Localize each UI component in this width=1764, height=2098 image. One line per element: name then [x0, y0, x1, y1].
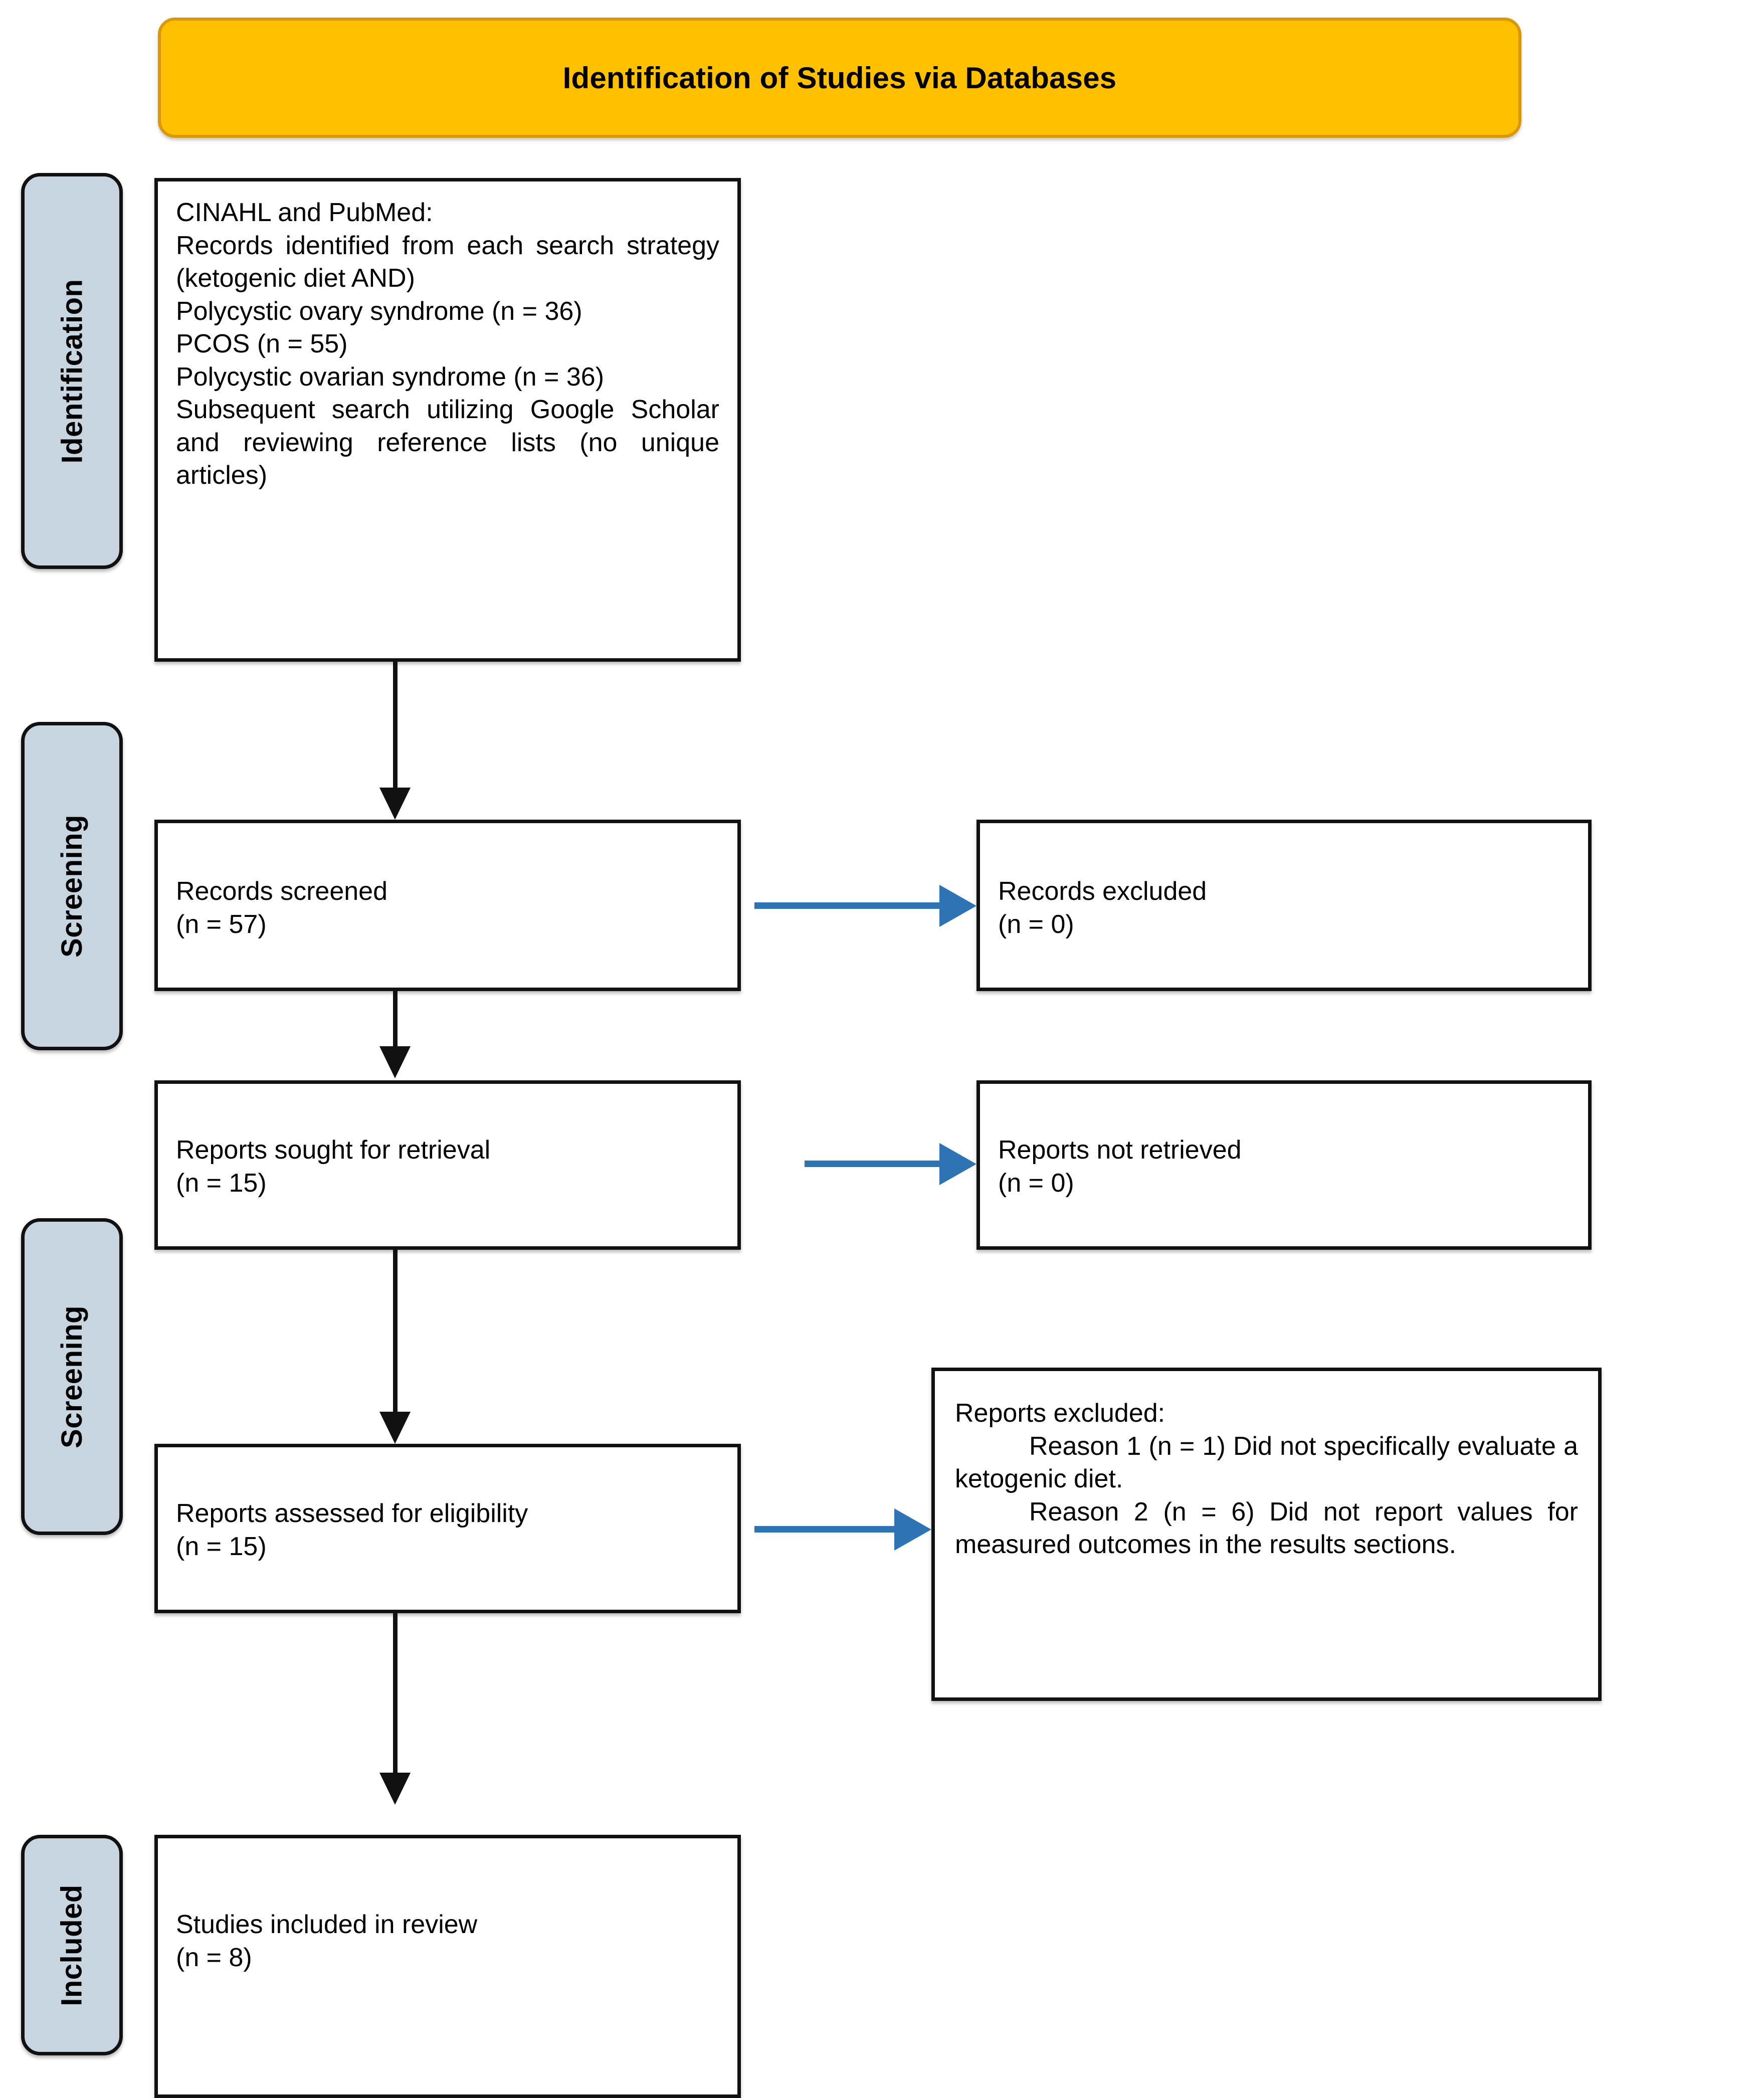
records-excluded-count: (n = 0)	[998, 909, 1074, 939]
reports-sought-label: Reports sought for retrieval	[176, 1135, 491, 1165]
reports-not-retrieved-count: (n = 0)	[998, 1168, 1074, 1198]
stage-label-identification: Identification	[21, 173, 123, 569]
records-screened-label: Records screened	[176, 877, 387, 906]
arrow-down-screened-to-sought	[379, 1046, 411, 1078]
box-identification-sources: CINAHL and PubMed: Records identified fr…	[154, 178, 741, 662]
arrow-right-assessed-to-excluded	[894, 1508, 931, 1551]
identification-line-1: CINAHL and PubMed:	[176, 198, 433, 227]
connector-sought-to-not-retrieved	[805, 1161, 947, 1167]
reports-sought-count: (n = 15)	[176, 1168, 267, 1198]
stage-label-included: Included	[21, 1835, 123, 2055]
records-screened-count: (n = 57)	[176, 909, 267, 939]
stage-label-text: Screening	[56, 815, 88, 958]
stage-label-screening-2: Screening	[21, 1218, 123, 1535]
connector-assessed-to-excluded	[754, 1526, 902, 1533]
arrow-right-sought-to-not-retrieved	[939, 1143, 976, 1185]
connector-screened-to-excluded	[754, 902, 947, 909]
reports-assessed-label: Reports assessed for eligibility	[176, 1499, 528, 1528]
identification-line-2: Records identified from each search stra…	[176, 231, 719, 293]
connector-sources-to-screened	[393, 662, 398, 790]
stage-label-text: Screening	[56, 1305, 88, 1448]
box-reports-sought-for-retrieval: Reports sought for retrieval (n = 15)	[154, 1080, 741, 1250]
reports-assessed-count: (n = 15)	[176, 1532, 267, 1561]
arrow-right-screened-to-excluded	[939, 885, 976, 927]
reports-excluded-title: Reports excluded:	[955, 1399, 1165, 1428]
arrow-down-sought-to-assessed	[379, 1412, 411, 1444]
arrow-down-sources-to-screened	[379, 788, 411, 820]
reports-excluded-reason-1: Reason 1 (n = 1) Did not specifically ev…	[955, 1431, 1578, 1494]
connector-assessed-to-included	[393, 1613, 398, 1774]
box-reports-assessed-for-eligibility: Reports assessed for eligibility (n = 15…	[154, 1444, 741, 1613]
box-studies-included-in-review: Studies included in review (n = 8)	[154, 1835, 741, 2098]
studies-included-label: Studies included in review	[176, 1910, 478, 1939]
box-reports-excluded-with-reasons: Reports excluded: Reason 1 (n = 1) Did n…	[931, 1368, 1602, 1701]
studies-included-count: (n = 8)	[176, 1943, 252, 1972]
reports-excluded-reason-2: Reason 2 (n = 6) Did not report values f…	[955, 1497, 1578, 1560]
stage-label-text: Identification	[56, 279, 89, 463]
stage-label-text: Included	[56, 1884, 88, 2006]
identification-line-3: Polycystic ovary syndrome (n = 36)	[176, 296, 582, 326]
identification-line-6: Subsequent search utilizing Google Schol…	[176, 395, 719, 490]
records-excluded-label: Records excluded	[998, 877, 1207, 906]
page-title: Identification of Studies via Databases	[562, 61, 1117, 95]
box-reports-not-retrieved: Reports not retrieved (n = 0)	[976, 1080, 1592, 1250]
identification-line-4: PCOS (n = 55)	[176, 329, 348, 359]
connector-sought-to-assessed	[393, 1250, 398, 1413]
box-records-excluded: Records excluded (n = 0)	[976, 820, 1592, 991]
identification-line-5: Polycystic ovarian syndrome (n = 36)	[176, 362, 605, 392]
stage-label-screening-1: Screening	[21, 722, 123, 1050]
diagram-header-banner: Identification of Studies via Databases	[158, 18, 1521, 138]
box-records-screened: Records screened (n = 57)	[154, 820, 741, 991]
arrow-down-assessed-to-included	[379, 1773, 411, 1805]
connector-screened-to-sought	[393, 991, 398, 1046]
reports-not-retrieved-label: Reports not retrieved	[998, 1135, 1242, 1165]
